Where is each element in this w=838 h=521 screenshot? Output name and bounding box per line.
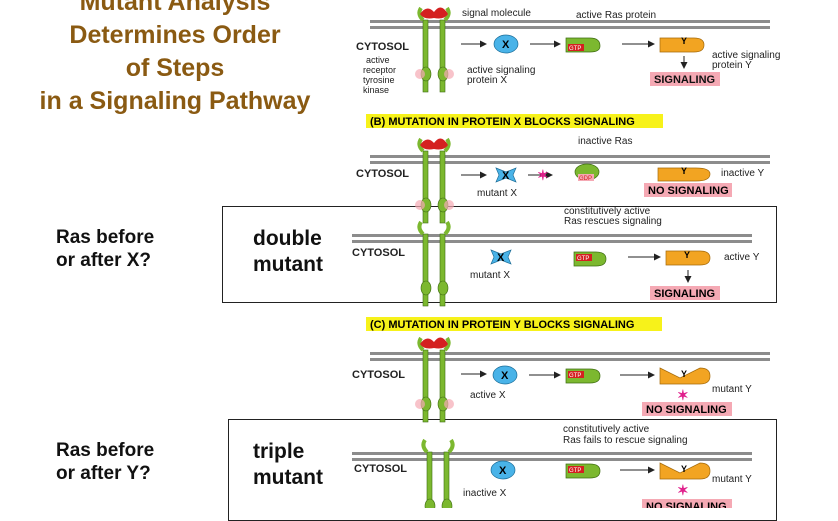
ras-active-c: GTP <box>565 368 601 384</box>
gtp-double: GTP <box>577 256 589 262</box>
triple-mutant-line1: triple <box>253 440 305 463</box>
x-glyph-b: X <box>502 170 510 182</box>
block-mark-triple: ✶ <box>677 482 689 498</box>
active-y-line2: protein Y <box>712 60 752 71</box>
ras-fails-label: Ras fails to rescue signaling <box>563 435 688 446</box>
signaling-badge-double <box>650 286 720 300</box>
active-x-line2: protein X <box>467 75 507 86</box>
const-active-label-1: constitutively active <box>564 206 651 217</box>
protein-x-mutant-b: X <box>495 167 517 183</box>
receptor-line1: active <box>366 55 390 65</box>
protein-x-mutant-double: X <box>490 249 512 265</box>
mutant-y-label-triple: mutant Y <box>712 474 752 485</box>
no-signaling-badge-triple <box>642 499 732 508</box>
panel-b-title: (B) MUTATION IN PROTEIN X BLOCKS SIGNALI… <box>370 116 635 128</box>
panel-c-highlight <box>366 317 662 331</box>
question-ras-x: Ras before or after X? <box>56 226 154 272</box>
receptor-line2: receptor <box>363 65 396 75</box>
gdp-b: GDP <box>579 176 592 182</box>
no-signaling-badge-b <box>644 183 732 197</box>
protein-y-mutant-triple: Y <box>659 462 711 480</box>
gtp-a: GTP <box>569 46 581 52</box>
ras-active-a: GTP <box>565 37 601 53</box>
protein-y-inactive-b: Y <box>657 166 711 182</box>
cytosol-triple: CYTOSOL <box>354 463 407 475</box>
title-line-2: Determines Order <box>69 21 281 49</box>
ras-rescues-label: Ras rescues signaling <box>564 216 662 227</box>
receptor-b <box>415 137 454 225</box>
no-signaling-triple: NO SIGNALING <box>646 501 727 508</box>
y-glyph-c: Y <box>681 369 687 379</box>
double-mutant-label: double mutant <box>253 226 323 278</box>
mutant-x-label-b: mutant X <box>477 188 517 199</box>
signaling-label-double: SIGNALING <box>654 288 715 300</box>
x-glyph-c: X <box>501 370 509 382</box>
const-active-label-2: constitutively active <box>563 424 650 435</box>
triple-mutant-line2: mutant <box>253 466 323 489</box>
inactive-y-label: inactive Y <box>721 168 765 179</box>
title-line-3: of Steps <box>125 54 225 82</box>
protein-x-active-c: X <box>492 365 518 385</box>
signaling-label-a: SIGNALING <box>654 74 715 86</box>
mutant-y-label-c: mutant Y <box>712 384 752 395</box>
cytosol-a: CYTOSOL <box>356 41 409 53</box>
triple-mutant-label: triple mutant <box>253 439 323 491</box>
double-mutant-line2: mutant <box>253 253 323 276</box>
active-x-label-c: active X <box>470 390 506 401</box>
signaling-diagram: signal molecule active Ras protein CYTOS… <box>352 6 780 508</box>
active-ras-label: active Ras protein <box>576 10 656 21</box>
ras-inactive-b: GDP <box>574 163 600 182</box>
active-y-line1: active signaling <box>712 50 780 61</box>
inactive-ras-label: inactive Ras <box>578 136 632 147</box>
gtp-triple: GTP <box>569 468 581 474</box>
title-line-4: in a Signaling Pathway <box>39 87 311 115</box>
signal-molecule-label: signal molecule <box>462 8 531 19</box>
y-glyph-a: Y <box>681 36 687 46</box>
x-glyph: X <box>502 39 510 51</box>
y-glyph-b: Y <box>681 166 687 176</box>
gtp-c: GTP <box>569 373 581 379</box>
protein-y-active-double: Y <box>665 250 711 266</box>
active-y-label-double: active Y <box>724 252 760 263</box>
ras-const-double: GTP <box>573 251 607 267</box>
protein-x-active-a: X <box>493 34 519 54</box>
double-mutant-line1: double <box>253 227 322 250</box>
ras-const-triple: GTP <box>565 463 601 479</box>
cytosol-b: CYTOSOL <box>356 168 409 180</box>
x-glyph-double: X <box>497 252 505 264</box>
panel-b-highlight <box>366 114 663 128</box>
question-ras-y-line1: Ras before <box>56 440 155 461</box>
signaling-badge-a <box>650 72 720 86</box>
page-title: Mutant Analysis Determines Order of Step… <box>0 0 350 118</box>
question-ras-y: Ras before or after Y? <box>56 439 154 485</box>
protein-x-inactive-triple: X <box>490 460 516 480</box>
question-ras-y-line2: or after Y? <box>56 463 151 484</box>
receptor-c <box>415 336 454 424</box>
y-glyph-triple: Y <box>681 464 687 474</box>
block-mark-c: ✶ <box>677 387 689 403</box>
no-signaling-c: NO SIGNALING <box>646 404 727 416</box>
receptor-line3: tyrosine <box>363 75 395 85</box>
question-ras-x-line1: Ras before <box>56 227 155 248</box>
cytosol-double: CYTOSOL <box>352 247 405 259</box>
panel-c-title: (C) MUTATION IN PROTEIN Y BLOCKS SIGNALI… <box>370 319 634 331</box>
protein-y-mutant-c: Y <box>659 367 711 385</box>
cytosol-c: CYTOSOL <box>352 369 405 381</box>
block-mark-b: ✶ <box>537 167 549 183</box>
no-signaling-badge-c <box>642 402 732 416</box>
inactive-x-label: inactive X <box>463 488 507 499</box>
question-ras-x-line2: or after X? <box>56 250 152 271</box>
x-glyph-triple: X <box>499 465 507 477</box>
receptor-triple <box>421 438 455 508</box>
active-x-line1: active signaling <box>467 65 535 76</box>
receptor-line4: kinase <box>363 85 389 95</box>
no-signaling-b: NO SIGNALING <box>648 185 729 197</box>
title-line-1: Mutant Analysis <box>79 0 271 16</box>
protein-y-active-a: Y <box>659 36 705 53</box>
y-glyph-double: Y <box>684 250 690 260</box>
membrane-a <box>370 20 770 29</box>
mutant-x-label-double: mutant X <box>470 270 510 281</box>
